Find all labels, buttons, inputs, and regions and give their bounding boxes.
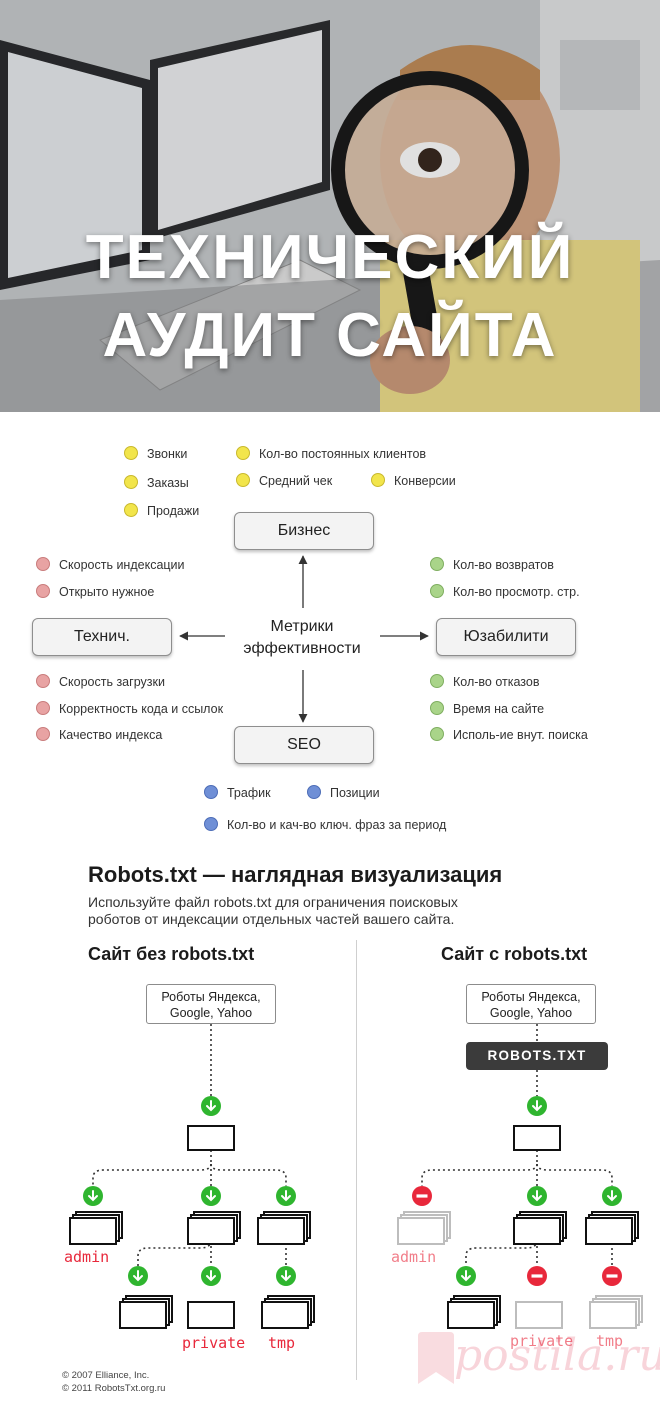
box-usability: Юзабилити	[436, 618, 576, 656]
metric-business-conversions: Конверсии	[371, 473, 456, 489]
allow-icon	[200, 1095, 222, 1117]
metric-business-loyal: Кол-во постоянных клиентов	[236, 446, 426, 462]
allow-icon	[275, 1265, 297, 1287]
deny-icon	[602, 1266, 622, 1286]
label-private-left: private	[182, 1334, 246, 1352]
metrics-arrows	[179, 555, 429, 723]
right-heading: Сайт с robots.txt	[441, 944, 588, 964]
folder-icon	[187, 1301, 235, 1329]
folder-stack-icon	[257, 1211, 311, 1245]
bots-box-left: Роботы Яндекса, Google, Yahoo	[146, 984, 276, 1024]
yellow-dot-icon	[371, 473, 385, 487]
yellow-dot-icon	[124, 446, 138, 460]
metric-usab-time: Время на сайте	[430, 701, 544, 717]
red-dot-icon	[36, 701, 50, 715]
root-folder-icon	[187, 1125, 235, 1151]
red-dot-icon	[36, 727, 50, 741]
root-folder-icon	[513, 1125, 561, 1151]
hero-title-line1: ТЕХНИЧЕСКИЙ	[85, 223, 575, 292]
metric-seo-traffic: Трафик	[204, 785, 271, 801]
yellow-dot-icon	[236, 446, 250, 460]
watermark-logo-icon	[418, 1332, 454, 1384]
folder-stack-icon	[585, 1211, 639, 1245]
folder-stack-icon	[513, 1211, 567, 1245]
label-tmp-left: tmp	[268, 1334, 296, 1352]
robots-subtitle-2: роботов от индексации отдельных частей в…	[88, 911, 455, 927]
yellow-dot-icon	[124, 503, 138, 517]
green-dot-icon	[430, 727, 444, 741]
left-heading: Сайт без robots.txt	[88, 944, 255, 964]
folder-stack-icon	[261, 1295, 315, 1329]
metric-business-calls: Звонки	[124, 446, 187, 462]
label-admin-left: admin	[64, 1248, 110, 1266]
metric-usab-pageviews: Кол-во просмотр. стр.	[430, 584, 580, 600]
metric-business-sales: Продажи	[124, 503, 199, 519]
label-admin-right: admin	[391, 1248, 437, 1266]
green-dot-icon	[430, 557, 444, 571]
green-dot-icon	[430, 701, 444, 715]
metric-tech-index-speed: Скорость индексации	[36, 557, 185, 573]
allow-icon	[200, 1265, 222, 1287]
robots-subtitle-1: Используйте файл robots.txt для ограниче…	[88, 894, 458, 910]
allow-icon	[127, 1265, 149, 1287]
robots-title: Robots.txt — наглядная визуализация	[88, 862, 503, 887]
metrics-center-label: Метрики эффективности	[243, 618, 361, 657]
folder-stack-blocked-icon	[397, 1211, 451, 1245]
watermark: postila.ru	[414, 1322, 660, 1394]
metric-tech-open-needed: Открыто нужное	[36, 584, 154, 600]
metric-tech-index-quality: Качество индекса	[36, 727, 162, 743]
folder-stack-icon	[187, 1211, 241, 1245]
yellow-dot-icon	[236, 473, 250, 487]
metric-business-orders: Заказы	[124, 475, 189, 491]
metric-tech-code: Корректность кода и ссылок	[36, 701, 223, 717]
metric-seo-positions: Позиции	[307, 785, 380, 801]
watermark-text: postila.ru	[454, 1330, 660, 1381]
allow-icon	[526, 1185, 548, 1207]
label-private-right: private	[510, 1332, 574, 1350]
blue-dot-icon	[204, 817, 218, 831]
metric-usab-search: Исполь-ие внут. поиска	[430, 727, 588, 743]
folder-stack-icon	[119, 1295, 173, 1329]
box-business: Бизнес	[234, 512, 374, 550]
allow-icon	[82, 1185, 104, 1207]
allow-icon	[455, 1265, 477, 1287]
copyright-1: © 2007 Elliance, Inc.	[62, 1370, 150, 1381]
green-dot-icon	[430, 584, 444, 598]
deny-icon	[412, 1186, 432, 1206]
red-dot-icon	[36, 557, 50, 571]
allow-icon	[601, 1185, 623, 1207]
metrics-diagram: Звонки Заказы Продажи Кол-во постоянных …	[0, 436, 660, 840]
robots-diagram: Robots.txt — наглядная визуализация Испо…	[0, 852, 660, 1402]
deny-icon	[527, 1266, 547, 1286]
allow-icon	[200, 1185, 222, 1207]
red-dot-icon	[36, 674, 50, 688]
hero-photo	[0, 0, 660, 412]
bots-box-right: Роботы Яндекса, Google, Yahoo	[466, 984, 596, 1024]
metric-usab-returns: Кол-во возвратов	[430, 557, 554, 573]
right-nodes	[397, 1095, 643, 1329]
box-tech: Технич.	[32, 618, 172, 656]
metric-usab-bounces: Кол-во отказов	[430, 674, 539, 690]
left-nodes	[69, 1095, 315, 1329]
folder-blocked-icon	[515, 1301, 563, 1329]
folder-stack-icon	[69, 1211, 123, 1245]
copyright-2: © 2011 RobotsTxt.org.ru	[62, 1383, 166, 1394]
metric-business-avg-check: Средний чек	[236, 473, 332, 489]
red-dot-icon	[36, 584, 50, 598]
allow-icon	[275, 1185, 297, 1207]
blue-dot-icon	[204, 785, 218, 799]
box-seo: SEO	[234, 726, 374, 764]
green-dot-icon	[430, 674, 444, 688]
robots-txt-badge: ROBOTS.TXT	[466, 1042, 608, 1070]
metric-seo-keywords: Кол-во и кач-во ключ. фраз за период	[204, 817, 446, 833]
column-divider	[356, 940, 357, 1380]
robots-tree	[69, 1024, 643, 1329]
yellow-dot-icon	[124, 475, 138, 489]
metric-tech-load-speed: Скорость загрузки	[36, 674, 165, 690]
allow-icon	[526, 1095, 548, 1117]
label-tmp-right: tmp	[596, 1332, 624, 1350]
hero-title-line2: АУДИТ САЙТА	[102, 301, 558, 370]
blue-dot-icon	[307, 785, 321, 799]
hero-banner: ТЕХНИЧЕСКИЙ АУДИТ САЙТА	[0, 0, 660, 412]
